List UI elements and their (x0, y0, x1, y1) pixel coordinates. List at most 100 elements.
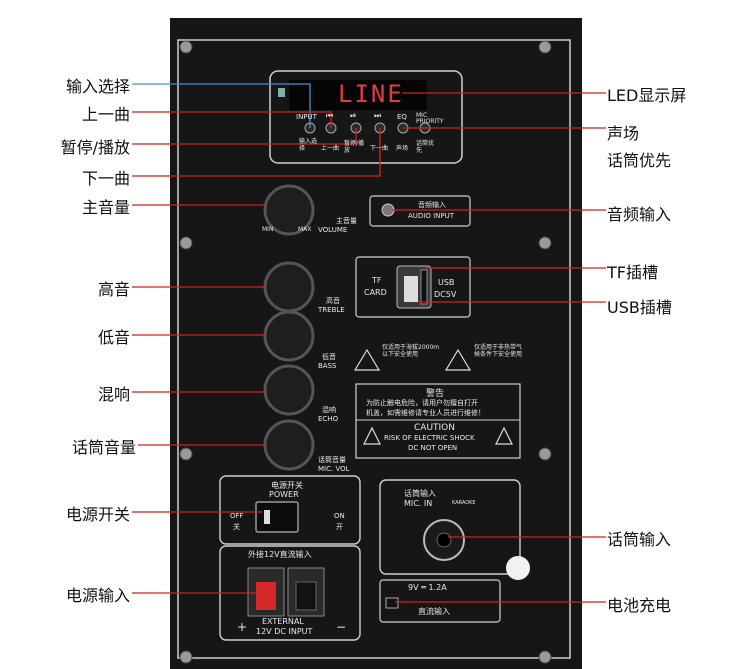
power-en: POWER (269, 490, 299, 499)
warning-box (355, 383, 521, 459)
control-box (269, 70, 463, 164)
screw-icons (179, 40, 552, 664)
btn-cn-next: 下一曲 (370, 145, 389, 152)
callout-mic-in: 话筒输入 (607, 530, 672, 549)
screw-icon (538, 236, 552, 250)
mic-in-cn: 话筒输入 (404, 489, 436, 498)
btn-label-play: ⏯ (350, 111, 357, 120)
mic-in-box (379, 479, 521, 575)
callout-tf: TF插槽 (607, 263, 658, 282)
mic-in-en: MIC. IN (404, 499, 433, 508)
power-switch[interactable] (255, 501, 299, 533)
line-next (132, 128, 381, 177)
dc-cn: 直流输入 (418, 607, 450, 616)
knob-en-treble: TREBLE (318, 306, 345, 314)
knob-cn-mic-vol: 话筒音量 (318, 456, 346, 464)
knob-en-volume: VOLUME (318, 226, 348, 234)
knob-max-label: MAX (298, 226, 312, 233)
karaoke-label: KARAOKE (452, 500, 476, 506)
btn-label-prev: ⏮ (326, 111, 334, 120)
callout-bass: 低音 (97, 328, 130, 347)
warning-title: 警告 (426, 389, 445, 399)
volume-knob[interactable] (263, 184, 315, 236)
callout-power-switch: 电源开关 (65, 505, 130, 524)
tropic-warning-icon (444, 348, 472, 371)
power-cn: 电源开关 (271, 481, 303, 490)
callout-next: 下一曲 (81, 169, 130, 188)
ext-input-en-2: 12V DC INPUT (256, 627, 313, 636)
callout-play-pause: 暂停/播放 (60, 138, 130, 157)
altitude-note: 仅适用于海拔2000m以下安全使用 (382, 344, 440, 358)
knob-en-mic-vol: MIC. VOL (318, 465, 350, 473)
screw-icon (179, 40, 193, 54)
callout-led: LED显示屏 (607, 86, 687, 105)
sticker-icon (506, 556, 530, 580)
knob-cn-volume: 主音量 (336, 217, 357, 225)
ext-minus: − (336, 620, 347, 634)
line-input-select (132, 83, 311, 128)
screw-icon (179, 650, 193, 664)
btn-cn-input: 输入选择 (299, 138, 318, 152)
knob-cn-echo: 混响 (322, 406, 336, 414)
knob-cn-bass: 低音 (322, 353, 336, 361)
caution-line-2: DC NOT OPEN (408, 444, 458, 452)
shock-left-icon (363, 426, 381, 445)
dc-rating: 9V ═ 1.2A (408, 583, 447, 592)
usb-label: USB (438, 278, 455, 287)
tf-slot[interactable] (420, 269, 428, 305)
power-on-cn: 开 (336, 523, 343, 531)
screw-icon (538, 650, 552, 664)
audio-input-en: AUDIO INPUT (408, 212, 455, 220)
callout-mic-vol: 话筒音量 (71, 438, 136, 457)
callout-prev: 上一曲 (81, 105, 130, 124)
btn-cn-prev: 上一曲 (321, 145, 340, 152)
echo-knob[interactable] (263, 364, 315, 416)
btn-cn-eq: 声场 (396, 145, 409, 152)
dc-charge-box (379, 579, 501, 623)
warning-body-1: 为防止触电危险，请用户勿擅自打开 (366, 399, 478, 407)
ext-input-cn: 外接12V直流输入 (248, 550, 312, 559)
btn-label-input: INPUT (296, 113, 317, 121)
callout-mic-priority: 话筒优先 (607, 151, 672, 170)
panel-border (177, 39, 571, 659)
btn-cn-play: 暂停/播放 (344, 140, 365, 154)
terminal-red-clip[interactable] (256, 582, 276, 610)
power-box (219, 475, 361, 545)
bass-knob[interactable] (263, 310, 315, 362)
callout-eq: 声场 (607, 124, 640, 143)
line-play-pause (132, 128, 357, 145)
screw-icon (179, 447, 193, 461)
callout-echo: 混响 (97, 385, 130, 404)
led-display-text: LINE (338, 80, 404, 108)
callout-volume: 主音量 (81, 198, 130, 217)
power-on-en: ON (334, 512, 345, 520)
caution-line-1: RISK OF ELECTRIC SHOCK (384, 434, 475, 442)
usb-sub-label: DC5V (434, 290, 457, 299)
led-icon (278, 88, 285, 97)
callout-treble: 高音 (97, 280, 130, 299)
terminal-black-clip[interactable] (295, 581, 317, 611)
knob-en-echo: ECHO (318, 415, 339, 423)
power-switch-rocker (264, 510, 270, 524)
altitude-warning-icon (353, 348, 381, 371)
power-off-en: OFF (230, 512, 244, 520)
dc-charge-jack[interactable] (385, 597, 399, 609)
screw-icon (179, 236, 193, 250)
knob-min-label: MIN (262, 226, 274, 233)
shock-right-icon (495, 426, 513, 445)
mic-vol-knob[interactable] (263, 419, 315, 471)
led-display (289, 80, 427, 110)
callout-usb: USB插槽 (607, 298, 672, 317)
tf-label: TF (372, 276, 382, 285)
knob-cn-treble: 高音 (326, 297, 340, 305)
treble-knob[interactable] (263, 261, 315, 313)
audio-input-cn: 音频输入 (418, 201, 446, 209)
usb-port-inner (404, 276, 418, 302)
callout-audio-input: 音频输入 (607, 205, 672, 224)
screw-icon (538, 40, 552, 54)
btn-label-next: ⏭ (374, 111, 382, 120)
warning-body-2: 机盖，如需维修请专业人员进行维修！ (366, 409, 485, 417)
callout-charge: 电池充电 (607, 596, 672, 615)
knob-en-bass: BASS (318, 362, 337, 370)
